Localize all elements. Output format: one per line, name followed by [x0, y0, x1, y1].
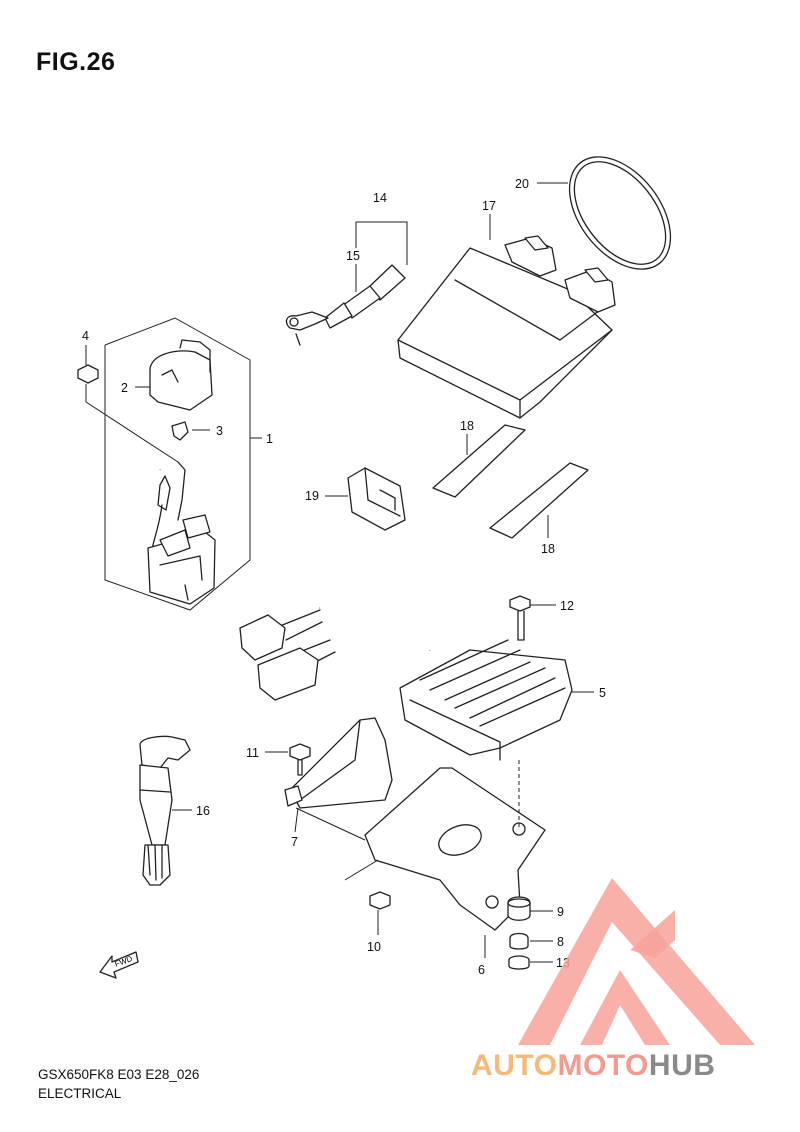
callout-5: 5	[599, 686, 606, 700]
callout-3: 3	[216, 424, 223, 438]
callout-18-upper: 18	[460, 419, 474, 433]
fasteners	[289, 743, 531, 970]
callout-16: 16	[196, 804, 210, 818]
ignition-coil	[139, 735, 191, 886]
callout-2: 2	[121, 381, 128, 395]
callout-10: 10	[367, 940, 381, 954]
callout-11: 11	[246, 746, 259, 760]
regulator-rectifier	[239, 591, 573, 761]
figure-title: FIG.26	[36, 48, 116, 76]
callout-14: 14	[373, 191, 387, 205]
callouts: 1 2 3 4 5 6 7 8 9 10 11 12 13 14 15 16 1…	[82, 177, 606, 977]
ecm-unit	[397, 156, 672, 419]
watermark-logo-icon	[518, 878, 755, 1045]
footer-title: ELECTRICAL	[38, 1086, 122, 1101]
watermark-moto: MOTO	[557, 1049, 649, 1082]
coupler	[347, 467, 406, 531]
callout-17: 17	[482, 199, 496, 213]
watermark-hub: HUB	[648, 1049, 716, 1082]
watermark-auto: AUTO	[471, 1049, 558, 1082]
callout-15: 15	[346, 249, 360, 263]
leader-lines	[85, 182, 594, 963]
footer-code: GSX650FK8 E03 E28_026	[38, 1067, 200, 1082]
callout-6: 6	[478, 963, 485, 977]
battery-cable	[43, 168, 448, 527]
callout-4: 4	[82, 329, 89, 343]
callout-12: 12	[560, 599, 574, 613]
brackets	[284, 717, 546, 931]
fwd-arrow: FWD	[99, 951, 139, 979]
callout-9: 9	[557, 905, 564, 919]
callout-1: 1	[266, 432, 273, 446]
callout-19: 19	[305, 489, 319, 503]
callout-20: 20	[515, 177, 529, 191]
callout-7: 7	[291, 835, 298, 849]
callout-18-lower: 18	[541, 542, 555, 556]
starter-relay-assembly	[77, 317, 251, 611]
pads	[432, 424, 589, 539]
callout-8: 8	[557, 935, 564, 949]
watermark-text: AUTOMOTOHUB	[471, 1049, 715, 1083]
